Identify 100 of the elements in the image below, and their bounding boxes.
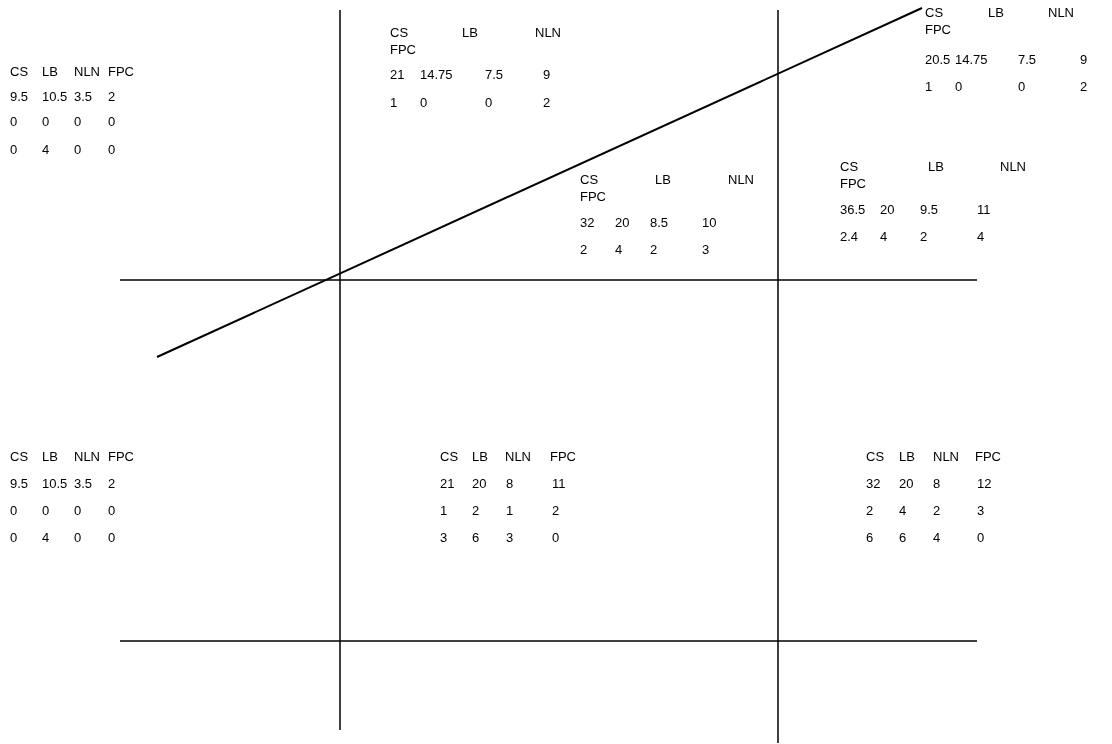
column-header: NLN (1000, 159, 1026, 174)
value-text: 36.5 (840, 202, 866, 217)
value-text: 9.5 (920, 202, 939, 217)
value-text: 8 (933, 476, 941, 491)
value-text: 14.75 (955, 52, 988, 67)
column-header: LB (655, 172, 671, 187)
value-text: 21 (390, 67, 405, 82)
column-header: NLN (933, 449, 959, 464)
value-text: 0 (42, 503, 50, 518)
value-text: 3 (977, 503, 985, 518)
value-text: 2 (866, 503, 874, 518)
value-text: 14.75 (420, 67, 453, 82)
value-text: 1 (506, 503, 514, 518)
value-text: 12 (977, 476, 992, 491)
column-header: NLN (535, 25, 561, 40)
column-header: FPC (108, 64, 134, 79)
column-header: FPC (580, 189, 606, 204)
column-header: FPC (840, 176, 866, 191)
value-text: 9.5 (10, 476, 29, 491)
value-text: 2 (650, 242, 658, 257)
value-text: 10.5 (42, 476, 68, 491)
value-text: 0 (74, 530, 82, 545)
column-header: NLN (505, 449, 531, 464)
value-text: 0 (955, 79, 963, 94)
value-text: 2 (543, 95, 551, 110)
column-header: CS (10, 449, 29, 464)
value-text: 2 (920, 229, 928, 244)
value-text: 1 (440, 503, 448, 518)
value-text: 0 (74, 142, 82, 157)
column-header: FPC (108, 449, 134, 464)
value-text: 0 (108, 503, 116, 518)
value-text: 21 (440, 476, 455, 491)
value-text: 4 (615, 242, 623, 257)
value-text: 2.4 (840, 229, 859, 244)
column-header: CS (580, 172, 599, 187)
column-header: NLN (728, 172, 754, 187)
value-text: 9.5 (10, 89, 29, 104)
value-text: 8 (506, 476, 514, 491)
column-header: LB (928, 159, 944, 174)
value-text: 0 (420, 95, 428, 110)
value-text: 20.5 (925, 52, 951, 67)
value-text: 6 (866, 530, 874, 545)
value-text: 20 (615, 215, 630, 230)
value-text: 4 (42, 142, 50, 157)
value-text: 20 (880, 202, 895, 217)
value-text: 0 (108, 142, 116, 157)
column-header: LB (899, 449, 915, 464)
value-text: 11 (552, 476, 566, 491)
value-text: 2 (580, 242, 588, 257)
column-header: CS (925, 5, 944, 20)
column-header: CS (440, 449, 459, 464)
value-text: 3.5 (74, 89, 93, 104)
value-text: 2 (108, 476, 116, 491)
value-text: 1 (390, 95, 398, 110)
value-text: 7.5 (1018, 52, 1037, 67)
column-header: LB (42, 449, 58, 464)
value-text: 4 (899, 503, 907, 518)
value-text: 10.5 (42, 89, 68, 104)
value-text: 2 (933, 503, 941, 518)
column-header: NLN (1048, 5, 1074, 20)
value-text: 0 (10, 142, 18, 157)
column-header: FPC (975, 449, 1001, 464)
column-header: FPC (550, 449, 576, 464)
value-text: 6 (899, 530, 907, 545)
value-text: 0 (108, 530, 116, 545)
value-text: 0 (1018, 79, 1026, 94)
value-text: 0 (10, 114, 18, 129)
value-text: 3 (506, 530, 514, 545)
value-text: 0 (552, 530, 560, 545)
value-text: 0 (10, 503, 18, 518)
value-text: 4 (933, 530, 941, 545)
value-text: 2 (1080, 79, 1088, 94)
value-text: 10 (702, 215, 717, 230)
column-header: NLN (74, 64, 100, 79)
value-text: 0 (485, 95, 493, 110)
value-text: 4 (880, 229, 888, 244)
value-text: 7.5 (485, 67, 504, 82)
value-text: 0 (42, 114, 50, 129)
value-text: 8.5 (650, 215, 669, 230)
value-text: 4 (42, 530, 50, 545)
column-header: CS (390, 25, 409, 40)
value-text: 11 (977, 202, 991, 217)
column-header: FPC (390, 42, 416, 57)
column-header: CS (866, 449, 885, 464)
value-text: 0 (10, 530, 18, 545)
value-text: 9 (1080, 52, 1088, 67)
value-text: 1 (925, 79, 933, 94)
column-header: CS (840, 159, 859, 174)
value-text: 3.5 (74, 476, 93, 491)
value-text: 9 (543, 67, 551, 82)
value-text: 20 (899, 476, 914, 491)
column-header: LB (462, 25, 478, 40)
value-text: 2 (552, 503, 560, 518)
value-text: 2 (472, 503, 480, 518)
value-text: 0 (977, 530, 985, 545)
value-text: 3 (440, 530, 448, 545)
value-text: 6 (472, 530, 480, 545)
column-header: NLN (74, 449, 100, 464)
value-text: 2 (108, 89, 116, 104)
column-header: LB (988, 5, 1004, 20)
